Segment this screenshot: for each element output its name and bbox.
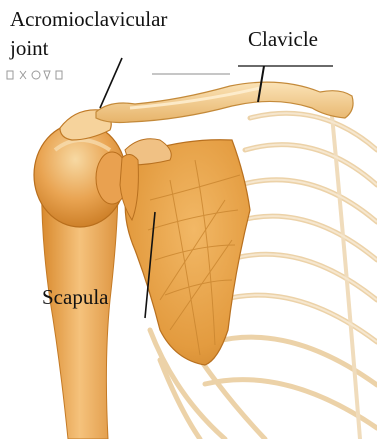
image-toolbar bbox=[6, 68, 96, 82]
settings-icon[interactable] bbox=[20, 71, 26, 79]
scapula-bone bbox=[125, 140, 250, 365]
acromio-pointer-line bbox=[100, 58, 122, 108]
acromioclavicular-label-line2: joint bbox=[10, 35, 49, 61]
pin-icon[interactable] bbox=[44, 71, 50, 79]
acromioclavicular-label-line1: Acromioclavicular bbox=[10, 6, 167, 32]
palette-icon[interactable] bbox=[32, 71, 40, 79]
clavicle-label: Clavicle bbox=[248, 26, 318, 52]
bookmark-icon[interactable] bbox=[7, 71, 13, 79]
scapula-label: Scapula bbox=[42, 284, 108, 310]
